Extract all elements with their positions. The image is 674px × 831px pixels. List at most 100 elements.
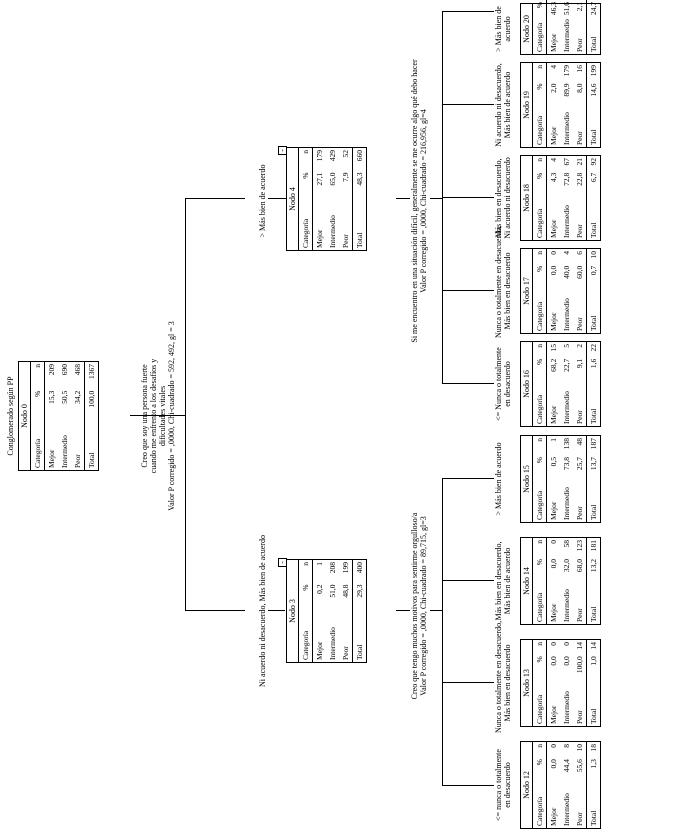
node-cell: Intermedio: [562, 112, 571, 145]
node-cell: Peor: [575, 317, 584, 331]
split-root-label: Creo que soy una persona fuerte cuando m…: [140, 291, 176, 541]
node-column-header: n: [533, 640, 547, 655]
node-cell: Intermedio: [562, 19, 571, 52]
node-cell: 51,6: [562, 1, 571, 16]
node-cell: 123: [575, 540, 584, 552]
node-cell: 179: [562, 65, 571, 77]
node-cell: 65,0: [328, 172, 337, 186]
node-cell: Mejor: [549, 501, 558, 520]
node-cell: Peor: [341, 646, 350, 660]
node-cell: 92: [586, 156, 600, 171]
node-cell: 22,8: [575, 172, 584, 186]
node-column-header: %: [533, 454, 547, 477]
node-cell: Total: [352, 195, 366, 250]
node-cell: 209: [47, 364, 56, 376]
collapse-node4-button[interactable]: -: [278, 146, 287, 155]
node-cell: 22: [586, 342, 600, 357]
node-column-header: n: [299, 148, 313, 171]
node-cell: 40,0: [562, 265, 571, 279]
split-node4-label: Si me encuentro en una situación difícil…: [410, 51, 428, 351]
node-cell: 68,0: [575, 558, 584, 573]
node-cell: Peor: [575, 38, 584, 52]
node-cell: 0: [549, 251, 558, 255]
node-cell: Intermedio: [328, 627, 337, 660]
node-cell: 50,5: [60, 390, 69, 404]
split-line: Creo que tengo muchos motivos para senti…: [410, 512, 419, 700]
node-column-header: Categoría: [533, 378, 547, 426]
node-cell: 15: [549, 344, 558, 352]
node-cell: Peor: [575, 710, 584, 724]
node-cell: 1,3: [586, 757, 600, 780]
node-cell: 100,0: [84, 388, 98, 419]
node-cell: Mejor: [549, 603, 558, 622]
edge-label-node4: > Más bien de acuerdo: [258, 164, 267, 238]
node-column-header: Categoría: [533, 779, 547, 828]
node-column-header: %: [299, 170, 313, 196]
node-column-header: %: [533, 654, 547, 681]
node-cell: Total: [586, 378, 600, 426]
node-cell: 48,8: [341, 584, 350, 598]
node-cell: Total: [586, 578, 600, 624]
node-cell: 18: [586, 742, 600, 758]
collapse-node3-button[interactable]: -: [278, 558, 287, 567]
node-cell: 1: [549, 438, 558, 442]
node-cell: Intermedio: [328, 215, 337, 248]
node-cell: 14: [586, 640, 600, 655]
node-column-header: Categoría: [533, 285, 547, 333]
split-line: Valor P corregido = ,0000, Chi-cuadrado …: [419, 109, 428, 293]
node-column-header: n: [533, 249, 547, 264]
node-cell: 199: [341, 562, 350, 574]
node-column-header: n: [533, 342, 547, 357]
node-cell: 1,6: [586, 356, 600, 379]
node-cell: 44,4: [562, 759, 571, 773]
node-cell: Intermedio: [562, 298, 571, 331]
node-cell: Total: [586, 285, 600, 333]
node-cell: Peor: [575, 131, 584, 145]
node-cell: 13,7: [586, 454, 600, 477]
node-cell: 8,0: [575, 83, 584, 93]
node-column-header: %: [533, 556, 547, 579]
node-cell: Mejor: [47, 449, 56, 468]
tree-node-20[interactable]: Nodo 20Categoría%nMejor46,3156Intermedio…: [520, 0, 601, 55]
node-cell: 1367: [84, 362, 98, 389]
node-cell: Intermedio: [60, 435, 69, 468]
node-column-header: %: [533, 356, 547, 379]
node-column-header: Categoría: [533, 102, 547, 147]
node-cell: 187: [586, 436, 600, 455]
node-cell: 48: [575, 438, 584, 446]
node-cell: 0: [562, 642, 571, 646]
node-cell: 6,7: [586, 170, 600, 193]
node-cell: 25,7: [575, 456, 584, 471]
node-cell: 9,1: [575, 358, 584, 369]
node-cell: 100,0: [575, 656, 584, 674]
node-cell: Peor: [73, 454, 82, 468]
node-cell: 208: [328, 562, 337, 574]
node-cell: 68,2: [549, 358, 558, 372]
node-cell: Peor: [575, 608, 584, 622]
node-cell: Mejor: [549, 33, 558, 52]
